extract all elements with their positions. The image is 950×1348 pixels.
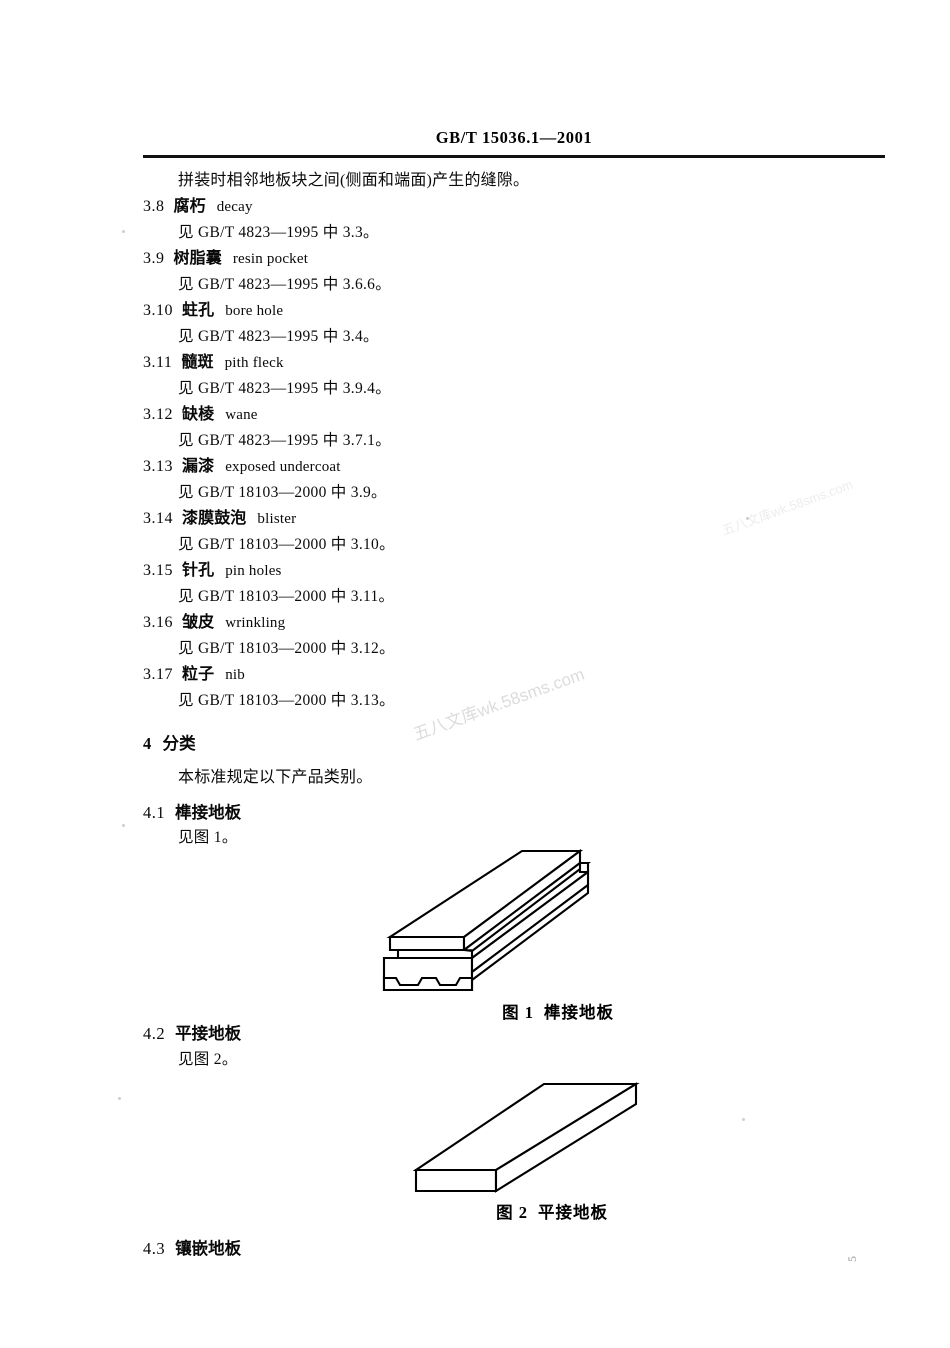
subsection-number: 4.2 <box>143 1024 166 1043</box>
term-chinese: 缺棱 <box>182 405 215 423</box>
subsection-number: 4.3 <box>143 1239 166 1258</box>
figure-1-label: 图 1 <box>502 1003 534 1022</box>
term-chinese: 皱皮 <box>182 613 215 631</box>
figure-1-title: 榫接地板 <box>543 1003 614 1022</box>
term-chinese: 树脂囊 <box>173 249 222 267</box>
term-entry-heading: 3.16 皱皮 wrinkling <box>143 610 950 637</box>
term-entry-heading: 3.10 蛀孔 bore hole <box>143 298 950 325</box>
term-chinese: 漏漆 <box>182 457 215 475</box>
tongue-and-groove-floorboard-drawing <box>382 848 592 992</box>
term-number: 3.15 <box>143 561 173 579</box>
term-entry-heading: 3.12 缺棱 wane <box>143 402 950 429</box>
section-number: 4 <box>143 733 152 753</box>
figure-2-title: 平接地板 <box>537 1203 608 1222</box>
subsection-reference-4-1: 见图 1。 <box>178 829 238 846</box>
figure-1: 图 1 榫接地板 <box>374 845 674 1023</box>
term-reference: 见 GB/T 4823—1995 中 3.3。 <box>178 224 379 241</box>
scan-speck <box>118 1097 121 1100</box>
term-reference: 见 GB/T 18103—2000 中 3.9。 <box>178 484 387 501</box>
term-number: 3.17 <box>143 665 173 683</box>
subsection-heading-4-2: 4.2 平接地板 <box>143 1021 950 1047</box>
figure-2-label: 图 2 <box>496 1203 528 1222</box>
term-number: 3.8 <box>143 197 165 215</box>
section-intro: 本标准规定以下产品类别。 <box>178 769 373 786</box>
term-number: 3.12 <box>143 405 173 423</box>
page-number: 5 <box>845 1256 859 1262</box>
section-title: 分类 <box>162 733 196 753</box>
term-chinese: 腐朽 <box>173 197 206 215</box>
term-entry-heading: 3.9 树脂囊 resin pocket <box>143 246 950 273</box>
term-english: pith fleck <box>224 354 284 371</box>
square-edge-floorboard-drawing <box>412 1082 640 1193</box>
term-reference: 见 GB/T 4823—1995 中 3.9.4。 <box>178 380 392 397</box>
term-chinese: 髓斑 <box>181 353 214 371</box>
term-chinese: 粒子 <box>182 665 215 683</box>
subsection-reference-4-2: 见图 2。 <box>178 1050 238 1068</box>
subsection-heading-4-3: 4.3 镶嵌地板 <box>143 1236 950 1262</box>
figure-2: 图 2 平接地板 <box>400 1078 660 1223</box>
term-number: 3.9 <box>143 249 165 267</box>
term-english: wane <box>225 406 258 423</box>
term-number: 3.14 <box>143 509 173 527</box>
subsection-title: 平接地板 <box>175 1024 242 1043</box>
term-chinese: 针孔 <box>182 561 215 579</box>
term-reference: 见 GB/T 4823—1995 中 3.4。 <box>178 328 379 345</box>
header-rule <box>143 155 885 158</box>
term-reference: 见 GB/T 18103—2000 中 3.10。 <box>178 536 395 553</box>
scan-speck <box>746 517 749 520</box>
term-english: bore hole <box>225 302 284 319</box>
subsection-title: 榫接地板 <box>175 802 242 822</box>
scan-speck <box>122 230 125 233</box>
subsection-number: 4.1 <box>143 802 166 822</box>
term-english: exposed undercoat <box>225 458 341 475</box>
term-entry-heading: 3.14 漆膜鼓泡 blister <box>143 506 950 533</box>
term-entry-heading: 3.8 腐朽 decay <box>143 194 950 221</box>
term-reference: 见 GB/T 18103—2000 中 3.12。 <box>178 640 395 657</box>
figure-1-caption: 图 1 榫接地板 <box>442 999 674 1023</box>
term-entry-heading: 3.11 髓斑 pith fleck <box>143 350 950 377</box>
term-english: nib <box>225 666 245 683</box>
term-number: 3.16 <box>143 613 173 631</box>
term-reference: 见 GB/T 18103—2000 中 3.11。 <box>178 588 395 605</box>
term-reference: 见 GB/T 4823—1995 中 3.7.1。 <box>178 432 392 449</box>
page-header: GB/T 15036.1—2001 <box>143 128 885 148</box>
term-english: wrinkling <box>225 614 286 631</box>
section-heading-4: 4 分类 <box>143 731 950 757</box>
term-entry-heading: 3.13 漏漆 exposed undercoat <box>143 454 950 481</box>
figure-2-caption: 图 2 平接地板 <box>444 1199 660 1223</box>
subsection-title: 镶嵌地板 <box>175 1239 242 1258</box>
subsection-block-4-3: 4.3 镶嵌地板 <box>0 1236 950 1262</box>
term-reference: 见 GB/T 18103—2000 中 3.13。 <box>178 692 395 709</box>
term-reference: 见 GB/T 4823—1995 中 3.6.6。 <box>178 276 392 293</box>
term-number: 3.10 <box>143 301 173 319</box>
lead-paragraph: 拼装时相邻地板块之间(侧面和端面)产生的缝隙。 <box>178 172 530 189</box>
document-body: 拼装时相邻地板块之间(侧面和端面)产生的缝隙。 3.8 腐朽 decay 见 GB/… <box>0 168 950 851</box>
subsection-block-4-2: 4.2 平接地板 见图 2。 <box>0 1021 950 1072</box>
term-chinese: 漆膜鼓泡 <box>182 509 247 527</box>
scan-speck <box>742 1118 745 1121</box>
subsection-heading-4-1: 4.1 榫接地板 <box>143 800 950 826</box>
term-chinese: 蛀孔 <box>182 301 215 319</box>
term-english: pin holes <box>225 562 282 579</box>
term-english: blister <box>257 510 297 527</box>
term-number: 3.11 <box>143 353 173 371</box>
term-entry-heading: 3.17 粒子 nib <box>143 662 950 689</box>
standard-code: GB/T 15036.1—2001 <box>435 128 593 147</box>
term-number: 3.13 <box>143 457 173 475</box>
term-english: decay <box>216 198 253 215</box>
term-english: resin pocket <box>232 250 309 267</box>
term-entry-heading: 3.15 针孔 pin holes <box>143 558 950 585</box>
scan-speck <box>122 824 125 827</box>
